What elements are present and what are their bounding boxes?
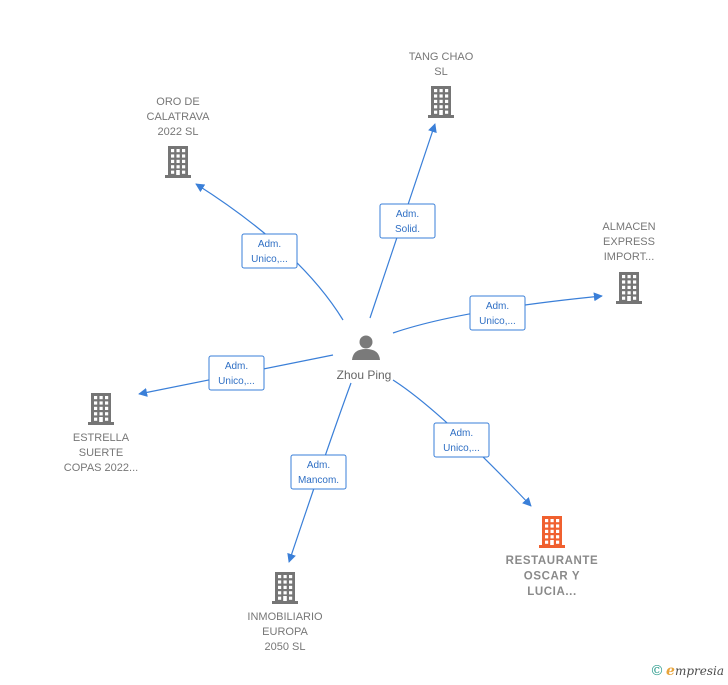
edge-oro-de-calatrava: Adm. Unico,...	[195, 183, 344, 321]
edge-role-text: Unico,...	[218, 376, 255, 387]
company-name-line: SUERTE	[79, 447, 123, 459]
company-node-estrella-suerte[interactable]: ESTRELLA SUERTE COPAS 2022...	[64, 393, 138, 474]
edge-role-text: Adm.	[307, 460, 330, 471]
brand-initial: e	[666, 663, 675, 679]
company-name-line: 2050 SL	[265, 641, 306, 653]
edge-role-text: Mancom.	[298, 475, 339, 486]
edge-role-text: Unico,...	[443, 443, 480, 454]
building-icon	[428, 86, 454, 118]
building-icon	[616, 272, 642, 304]
person-node-center[interactable]: Zhou Ping	[337, 335, 392, 383]
edge-role-text: Adm.	[225, 361, 248, 372]
edge-role-text: Unico,...	[251, 254, 288, 265]
person-name: Zhou Ping	[337, 368, 392, 382]
edge-role-text: Unico,...	[479, 316, 516, 327]
company-name-line: RESTAURANTE	[506, 555, 599, 567]
edge-tang-chao: Adm. Solid.	[369, 123, 437, 319]
edge-inmobiliario-europa: Adm. Mancom.	[287, 382, 352, 563]
building-icon	[539, 516, 565, 548]
edge-role-label[interactable]: Adm. Unico,...	[241, 233, 298, 269]
company-name-line: SL	[434, 66, 447, 78]
company-node-tang-chao[interactable]: TANG CHAO SL	[409, 51, 474, 118]
edge-restaurante-oscar: Adm. Unico,...	[392, 379, 532, 507]
edge-role-label[interactable]: Adm. Unico,...	[469, 295, 526, 331]
company-name-line: ESTRELLA	[73, 432, 130, 444]
edge-role-text: Adm.	[450, 428, 473, 439]
company-name-line: CALATRAVA	[147, 111, 211, 123]
building-icon	[272, 572, 298, 604]
building-icon	[88, 393, 114, 425]
edge-role-box	[469, 295, 526, 331]
person-icon	[352, 335, 380, 360]
company-name-line: ORO DE	[156, 96, 199, 108]
edge-role-label[interactable]: Adm. Unico,...	[433, 422, 490, 458]
company-name-line: EXPRESS	[603, 236, 655, 248]
edge-role-text: Solid.	[395, 224, 420, 235]
company-name-line: TANG CHAO	[409, 51, 474, 63]
company-name-line: 2022 SL	[158, 126, 199, 138]
edge-role-box	[208, 355, 265, 391]
brand-name: mpresia	[674, 664, 724, 678]
company-name-line: IMPORT...	[604, 251, 655, 263]
company-name-line: COPAS 2022...	[64, 462, 138, 474]
edge-almacen-express: Adm. Unico,...	[392, 292, 603, 334]
edge-estrella-suerte: Adm. Unico,...	[138, 354, 334, 397]
company-name-line: INMOBILIARIO	[247, 611, 323, 623]
building-icon	[165, 146, 191, 178]
edge-role-box	[379, 203, 436, 239]
edge-role-box	[433, 422, 490, 458]
company-node-inmobiliario-europa[interactable]: INMOBILIARIO EUROPA 2050 SL	[247, 572, 323, 653]
company-name-line: LUCIA...	[527, 586, 577, 598]
company-name-line: ALMACEN	[602, 221, 655, 233]
company-name-line: EUROPA	[262, 626, 308, 638]
company-node-restaurante-oscar[interactable]: RESTAURANTE OSCAR Y LUCIA...	[506, 516, 599, 598]
edge-role-text: Adm.	[258, 239, 281, 250]
edge-role-label[interactable]: Adm. Unico,...	[208, 355, 265, 391]
company-name-line: OSCAR Y	[524, 571, 580, 583]
copyright-symbol: ©	[650, 663, 665, 679]
edge-role-label[interactable]: Adm. Solid.	[379, 203, 436, 239]
empresia-brand: ©empresia	[650, 663, 724, 679]
edge-role-text: Adm.	[486, 301, 509, 312]
company-node-almacen-express[interactable]: ALMACEN EXPRESS IMPORT...	[602, 221, 656, 304]
edge-role-box	[241, 233, 298, 269]
edge-role-label[interactable]: Adm. Mancom.	[290, 454, 347, 490]
company-node-oro-de-calatrava[interactable]: ORO DE CALATRAVA 2022 SL	[147, 96, 211, 178]
edge-role-box	[290, 454, 347, 490]
edge-role-text: Adm.	[396, 209, 419, 220]
